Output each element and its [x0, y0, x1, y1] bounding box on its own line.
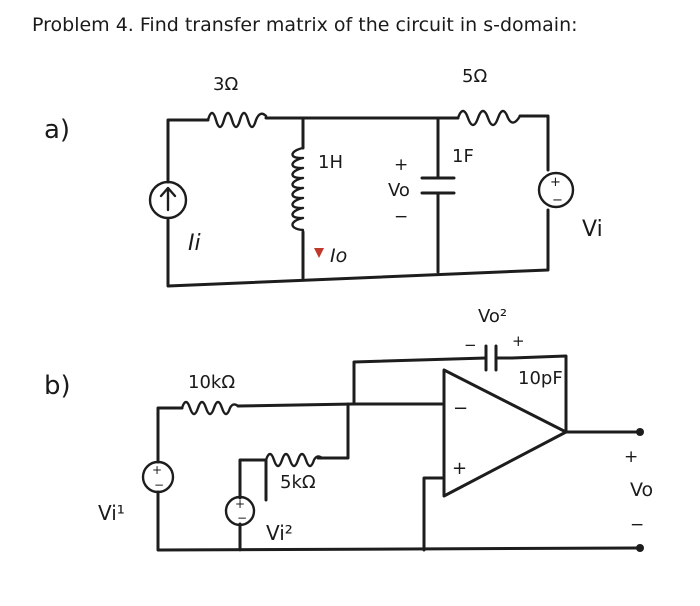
- capacitor-10pf: [484, 344, 514, 372]
- inductor-1h-label: 1H: [318, 152, 343, 173]
- resistor-3ohm: [206, 111, 268, 129]
- current-source-arrow-icon: [159, 186, 177, 212]
- wire-b-r2-branch: [264, 402, 350, 502]
- voltage-source-v1-plus: +: [152, 463, 162, 477]
- output-current-label: Io: [330, 245, 347, 267]
- wire-b-feedback: [352, 354, 568, 434]
- vo-b-plus-sign: +: [624, 447, 638, 467]
- resistor-5ohm: [456, 109, 522, 127]
- capacitor-10pf-label: 10pF: [518, 368, 563, 389]
- source-voltage-label: Vi: [582, 217, 603, 242]
- input-voltage-2-label: Vi²: [266, 521, 293, 545]
- voltage-source-v2-minus: −: [237, 511, 247, 525]
- output-voltage-b-label: Vo: [630, 479, 653, 501]
- output-terminal-top: [636, 428, 644, 436]
- op-amp-plus-sign: +: [452, 458, 467, 479]
- inductor-1h: [291, 146, 305, 232]
- output-terminal-bottom: [636, 544, 644, 552]
- vo-minus-sign: −: [394, 207, 408, 227]
- label-part-b: b): [44, 371, 71, 401]
- vo-plus-sign: +: [394, 155, 408, 175]
- circuit-a: a) 3Ω 5Ω 1H Io 1F + Vo: [44, 66, 603, 288]
- wire-b-ground: [156, 490, 640, 552]
- resistor-5k: [264, 452, 324, 468]
- output-voltage-label: Vo: [388, 180, 410, 201]
- capacitor-voltage-label: Vo²: [478, 306, 507, 327]
- voltage-source-v2-plus: +: [235, 497, 245, 511]
- capacitor-1f: [420, 176, 456, 195]
- resistor-10k-label: 10kΩ: [188, 372, 235, 393]
- wire-b-left-loop: [156, 406, 184, 464]
- wire-b-v2-top: [238, 458, 268, 500]
- voltage-source-a-plus: +: [550, 175, 561, 190]
- wire-a-top-left: [166, 118, 210, 184]
- op-amp-minus-sign: −: [453, 398, 468, 419]
- vo-b-minus-sign: −: [630, 515, 644, 535]
- current-source-circle: [148, 180, 188, 220]
- wire-b-noninverting: [422, 476, 446, 552]
- capacitor-1f-label: 1F: [452, 146, 474, 167]
- label-part-a: a): [44, 115, 70, 145]
- vc-plus-sign: +: [512, 332, 525, 350]
- wire-b-r1-to-node: [236, 402, 356, 408]
- resistor-3ohm-label: 3Ω: [213, 74, 238, 95]
- voltage-source-v2-circle: [224, 495, 256, 527]
- voltage-source-a-circle: [537, 171, 575, 209]
- resistor-5k-label: 5kΩ: [280, 472, 316, 493]
- resistor-5ohm-label: 5Ω: [462, 66, 487, 87]
- vc-minus-sign: −: [464, 336, 477, 354]
- voltage-source-v1-minus: −: [154, 478, 164, 492]
- op-amp-triangle: [442, 368, 568, 498]
- io-arrow-icon: [314, 248, 324, 258]
- voltage-source-v1-circle: [141, 460, 175, 494]
- voltage-source-a-minus: −: [552, 193, 563, 208]
- source-current-label: Ii: [188, 231, 201, 256]
- input-voltage-1-label: Vi¹: [98, 501, 125, 525]
- wire-a-bottom: [166, 208, 550, 288]
- resistor-10k: [180, 400, 240, 416]
- wire-a-top-right: [518, 114, 550, 172]
- problem-title: Problem 4. Find transfer matrix of the c…: [32, 14, 578, 36]
- circuit-b: b) 10kΩ 5kΩ 10pF − Vo² + −: [44, 306, 653, 552]
